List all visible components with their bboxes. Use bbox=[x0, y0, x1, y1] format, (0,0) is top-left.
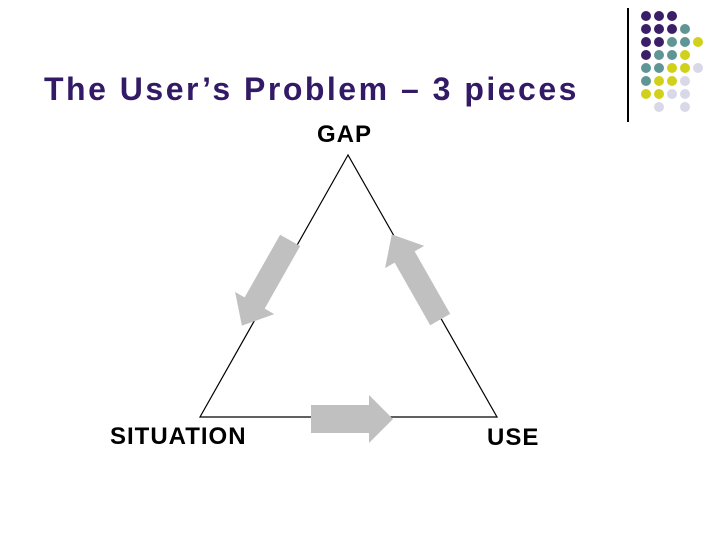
dot bbox=[654, 11, 664, 21]
dot bbox=[680, 50, 690, 60]
dot bbox=[654, 89, 664, 99]
arrow-use-to-gap bbox=[385, 234, 451, 326]
dot bbox=[680, 76, 690, 86]
dot bbox=[667, 76, 677, 86]
vertex-label-gap: GAP bbox=[317, 121, 373, 148]
slide-title: The User’s Problem – 3 pieces bbox=[44, 71, 579, 107]
dot bbox=[667, 24, 677, 34]
dot bbox=[641, 63, 651, 73]
vertex-label-situation: SITUATION bbox=[110, 423, 247, 450]
dot bbox=[693, 63, 703, 73]
dot bbox=[667, 37, 677, 47]
dot bbox=[680, 24, 690, 34]
dot bbox=[667, 50, 677, 60]
dot bbox=[654, 102, 664, 112]
dot bbox=[667, 89, 677, 99]
arrow-gap-to-situation bbox=[235, 234, 301, 326]
vertex-label-use: USE bbox=[487, 424, 540, 451]
corner-dots-decoration bbox=[641, 11, 711, 121]
dot bbox=[641, 89, 651, 99]
dot bbox=[680, 89, 690, 99]
dot bbox=[680, 37, 690, 47]
dot bbox=[641, 76, 651, 86]
arrow-situation-to-use bbox=[311, 395, 393, 443]
dot bbox=[641, 24, 651, 34]
dot bbox=[654, 63, 664, 73]
dot bbox=[667, 63, 677, 73]
triangle-outline bbox=[198, 153, 499, 418]
dot bbox=[667, 11, 677, 21]
dot bbox=[641, 11, 651, 21]
dot bbox=[654, 76, 664, 86]
dot bbox=[680, 102, 690, 112]
dot bbox=[693, 37, 703, 47]
dot bbox=[641, 50, 651, 60]
dot bbox=[654, 37, 664, 47]
dot bbox=[654, 50, 664, 60]
dot bbox=[654, 24, 664, 34]
dot bbox=[680, 63, 690, 73]
separator-line bbox=[627, 8, 629, 122]
dot bbox=[641, 37, 651, 47]
